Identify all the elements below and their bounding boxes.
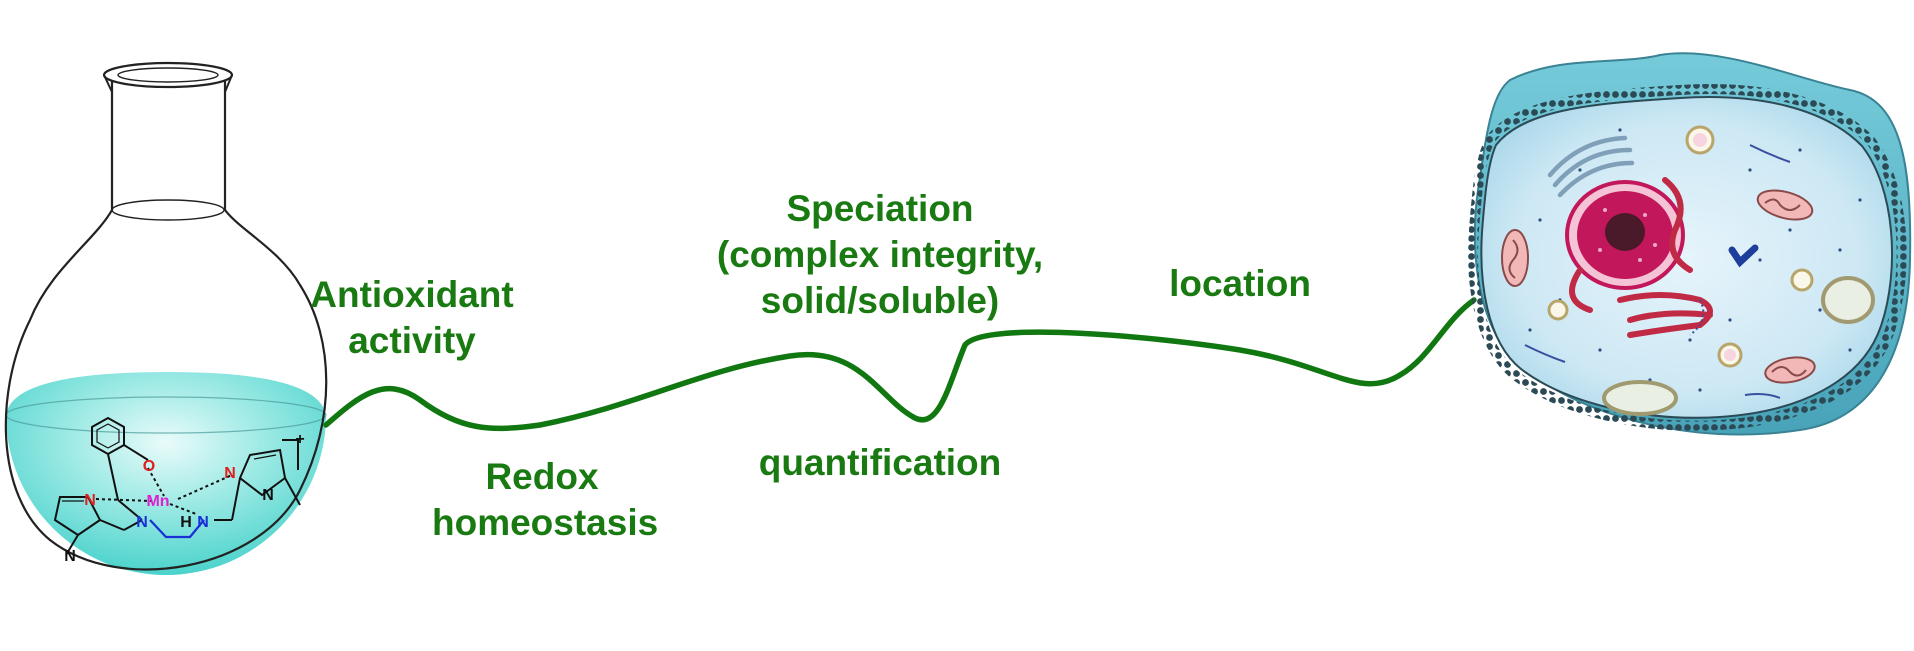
molecule-structure-icon [53, 416, 301, 556]
centriole [1728, 244, 1759, 268]
atom-metal: Mn [146, 493, 169, 510]
label-location-text: location [1169, 263, 1311, 304]
label-location: location [1150, 261, 1330, 307]
atom-n-left: N [84, 492, 96, 509]
label-quantification-text: quantification [758, 442, 1002, 483]
charge-sign: + [295, 431, 304, 448]
flask-outline [4, 73, 328, 571]
atom-oxygen: O [143, 458, 155, 475]
label-speciation-line-1: Speciation [786, 188, 974, 229]
flask-liquid [6, 372, 326, 575]
label-speciation-line-3: solid/soluble) [760, 280, 1000, 321]
label-redox-homeostasis: Redox homeostasis [432, 454, 659, 546]
atom-nh-n: N [197, 514, 209, 531]
atom-nh-h: H [180, 514, 192, 531]
atom-n-methyl-left: N [64, 548, 76, 565]
label-quantification: quantification [740, 440, 1020, 486]
label-antioxidant-activity: Antioxidant activity [302, 272, 522, 364]
golgi-apparatus [1547, 135, 1635, 198]
label-redox-line-2: homeostasis [432, 502, 659, 543]
round-bottom-flask-icon [4, 61, 328, 575]
endoplasmic-reticulum [1569, 177, 1713, 338]
atom-n-right: N [224, 465, 236, 482]
label-redox-line-1: Redox [485, 456, 599, 497]
flask-rim [102, 61, 234, 89]
atom-n-methyl-right: N [262, 487, 274, 504]
label-antioxidant-line-1: Antioxidant [310, 274, 514, 315]
cell-membrane [1468, 84, 1907, 431]
label-speciation-line-2: (complex integrity, [716, 234, 1044, 275]
label-antioxidant-line-2: activity [348, 320, 476, 361]
wavy-path-line [323, 297, 1477, 432]
label-speciation: Speciation (complex integrity, solid/sol… [700, 186, 1060, 324]
nucleus [1565, 180, 1685, 290]
vesicles [1547, 125, 1875, 416]
mitochondria [1501, 189, 1816, 384]
eukaryotic-cell-icon [1468, 52, 1912, 436]
atom-n-center: N [136, 514, 148, 531]
